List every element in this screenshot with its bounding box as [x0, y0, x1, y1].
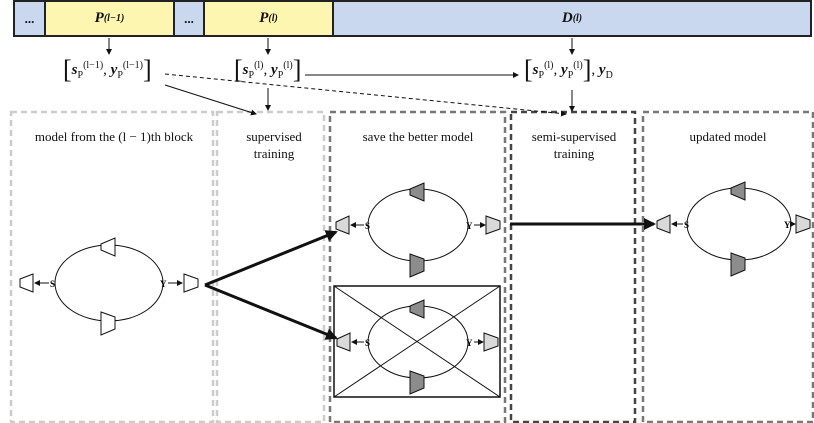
- model-lower-discarded: S Y: [333, 285, 501, 398]
- model-upper-s-label: S: [365, 221, 370, 231]
- bar-cell-dots-1: ...: [13, 0, 46, 37]
- panel-updated: [641, 110, 814, 423]
- panel-title-semi-supervised: semi-supervised training: [531, 129, 617, 161]
- model-updated-input-icon: [656, 214, 671, 234]
- model-upper-loop: [367, 188, 469, 262]
- arrow-flow-to-lower-model: [204, 283, 338, 340]
- bar-cell-d: D(l): [332, 0, 812, 37]
- panel-semi-supervised: [509, 110, 637, 423]
- model-upper: S Y: [335, 182, 501, 278]
- model-lower-y-label: Y: [466, 338, 473, 348]
- model-updated-encoder-bottom-icon: [730, 252, 746, 277]
- model-upper-input-icon: [335, 215, 350, 235]
- tuple-with-d: [sP(l), yP(l)], yD: [524, 55, 613, 84]
- model-upper-decoder-top-icon: [409, 182, 425, 202]
- panel-prev-model: [9, 110, 215, 423]
- model-upper-encoder-bottom-icon: [409, 253, 425, 278]
- model-lower-output-icon: [483, 332, 499, 352]
- panel-title-supervised: supervised training: [246, 129, 302, 161]
- model-updated-s-label: S: [684, 220, 689, 230]
- arrow-prev-to-semi: [164, 73, 567, 117]
- model-prev-loop: [54, 244, 164, 322]
- model-prev-encoder-bottom-icon: [100, 311, 116, 336]
- model-prev-input-icon: [19, 273, 34, 293]
- tuple-curr: [sP(l), yP(l)]: [234, 55, 302, 84]
- model-prev-decoder-top-icon: [100, 237, 116, 257]
- model-lower-s-label: S: [365, 338, 370, 348]
- model-lower-encoder-bottom-icon: [409, 370, 425, 395]
- model-lower-input-icon: [336, 332, 351, 352]
- bar-cell-p-curr: P(l): [203, 0, 334, 37]
- model-upper-output-icon: [485, 215, 501, 235]
- arrow-flow-to-upper-model: [204, 230, 338, 287]
- model-lower-decoder-top-icon: [409, 299, 425, 319]
- model-prev-output-icon: [183, 273, 199, 293]
- model-prev-s-label: S: [50, 279, 55, 289]
- model-prev: S Y: [19, 237, 199, 336]
- tuple-prev: [sP(l−1), yP(l−1)]: [63, 55, 152, 84]
- model-updated-output-icon: [795, 214, 811, 234]
- model-prev-y-label: Y: [160, 279, 167, 289]
- panel-title-updated: updated model: [689, 129, 767, 144]
- model-updated-loop: [686, 187, 792, 261]
- arrow-prev-to-supervised: [164, 84, 257, 116]
- model-updated-y-label: Y: [784, 220, 791, 230]
- discard-box: [333, 285, 501, 398]
- model-updated-decoder-top-icon: [730, 181, 746, 201]
- panel-supervised: [215, 110, 326, 423]
- panel-title-prev-model: model from the (l − 1)th block: [34, 129, 194, 144]
- model-updated: S Y: [656, 181, 811, 277]
- panel-title-save-better: save the better model: [362, 129, 474, 144]
- bar-cell-p-prev: P(l−1): [44, 0, 175, 37]
- model-upper-y-label: Y: [466, 221, 473, 231]
- discard-cross-2: [333, 285, 501, 398]
- panel-save-better: [328, 110, 507, 423]
